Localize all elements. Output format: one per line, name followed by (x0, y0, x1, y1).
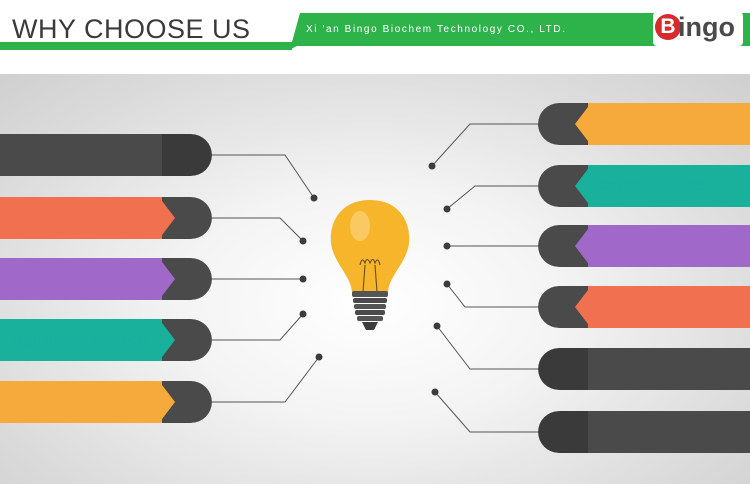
logo-text: ingo (678, 12, 735, 42)
feature-label: Strictly control of raw materials (12, 137, 152, 172)
feature-label: Free samples (589, 237, 680, 254)
feature-label: Fast delivery (589, 298, 675, 315)
feature-competitive-price: Competitive price (538, 165, 750, 207)
feature-label: Own factory and R &D team (12, 261, 162, 296)
feature-own-factory: Own factory and R &D team (0, 258, 212, 300)
feature-label: Advanced equipment (12, 209, 153, 226)
feature-advanced-equipment: Advanced equipment (0, 197, 212, 239)
feature-label: Offer OEM and ODM (589, 115, 729, 132)
feature-label: Convenient way to payment (589, 351, 713, 386)
feature-oem-odm: Offer OEM and ODM (538, 103, 750, 145)
bottom-strip (0, 484, 750, 500)
feature-label: Competitive price (589, 177, 705, 194)
logo-letter: B (655, 14, 681, 40)
feature-payment: Convenient way to payment (538, 348, 750, 390)
company-name: Xi 'an Bingo Biochem Technology CO., LTD… (306, 24, 567, 35)
feature-secure-transaction: Secure transaction security (538, 411, 750, 453)
green-header-bar (0, 13, 750, 50)
feature-raw-materials: Strictly control of raw materials (0, 134, 212, 176)
page-title: WHY CHOOSE US (12, 14, 251, 44)
lightbulb-icon (330, 200, 410, 330)
feature-high-quality: high quality products (0, 319, 212, 361)
feature-label: high quality products (12, 331, 150, 348)
feature-free-samples: Free samples (538, 225, 750, 267)
feature-fast-delivery: Fast delivery (538, 286, 750, 328)
feature-testing: Self-test and the third party testing (0, 381, 212, 423)
header: WHY CHOOSE US Xi 'an Bingo Biochem Techn… (0, 0, 750, 56)
feature-label: Self-test and the third party testing (12, 384, 155, 419)
feature-label: Secure transaction security (589, 414, 715, 449)
